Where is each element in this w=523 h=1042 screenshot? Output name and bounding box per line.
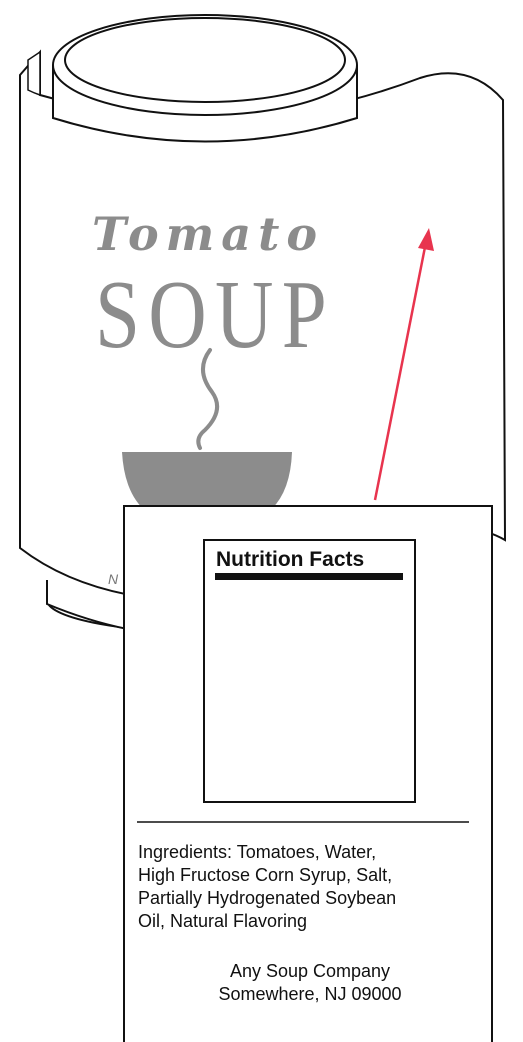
can-top	[53, 15, 357, 142]
company-name: Any Soup Company	[230, 961, 390, 981]
ingredients-line: Oil, Natural Flavoring	[138, 911, 307, 931]
can-partial-text: N	[108, 571, 119, 587]
nutrition-facts-bar	[215, 573, 403, 580]
brand-soup: SOUP	[95, 261, 335, 369]
ingredients-line: Partially Hydrogenated Soybean	[138, 888, 396, 908]
nutrition-facts-title: Nutrition Facts	[216, 548, 364, 571]
ingredients-line: Ingredients: Tomatoes, Water,	[138, 842, 376, 862]
brand-tomato: Tomato	[92, 207, 324, 261]
ingredients-line: High Fructose Corn Syrup, Salt,	[138, 865, 392, 885]
company-address: Somewhere, NJ 09000	[218, 984, 401, 1004]
wrapper-left-fold	[28, 52, 40, 95]
